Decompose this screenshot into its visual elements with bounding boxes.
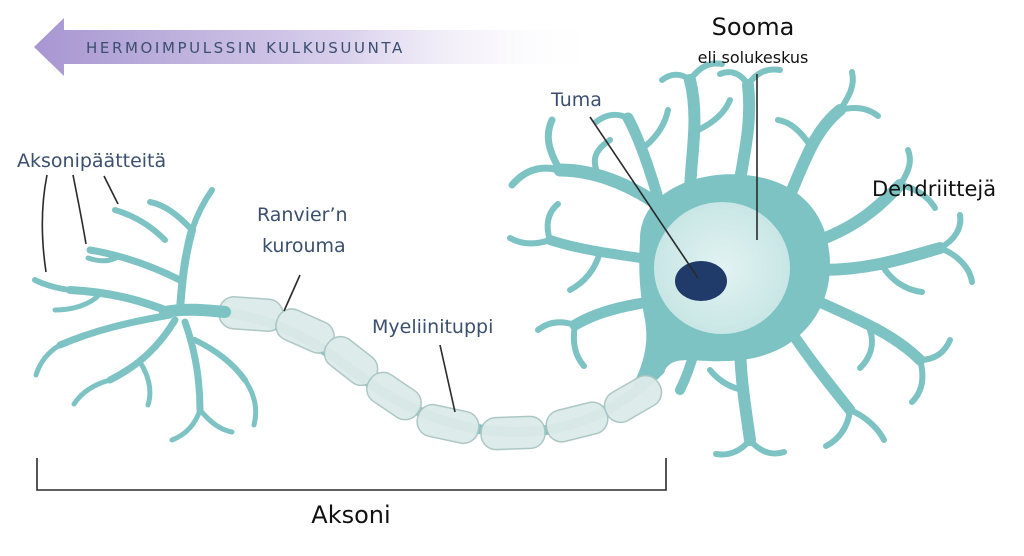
myelin-segment (366, 371, 422, 421)
pointer-ranvier (283, 274, 301, 312)
pointer-myelin (439, 344, 456, 413)
myelin-segment (545, 401, 609, 443)
label-axon-terminals: Aksonipäätteitä (17, 150, 166, 172)
myelin-segment (416, 403, 480, 445)
pointer-nucleus (589, 116, 699, 279)
label-myelin: Myeliinituppi (372, 316, 493, 338)
nucleus-icon (675, 261, 727, 301)
label-nucleus: Tuma (550, 89, 602, 111)
myelin-segment (603, 374, 663, 424)
impulse-direction-arrow: HERMOIMPULSSIN KULKUSUUNTA (34, 18, 600, 76)
label-ranvier-line1: Ranvier’n (257, 204, 348, 226)
myelin-segment (480, 415, 546, 451)
label-soma-title: Sooma (712, 13, 795, 41)
pointer-lines (41, 74, 758, 413)
label-ranvier-line2: kurouma (262, 235, 346, 257)
soma-inner (654, 202, 790, 334)
direction-label: HERMOIMPULSSIN KULKUSUUNTA (86, 39, 405, 57)
pointer-terminal-2 (72, 174, 87, 245)
label-axon: Aksoni (311, 501, 390, 529)
myelin-sheath (218, 296, 663, 451)
pointer-terminal-3 (103, 175, 119, 205)
label-dendrites: Dendriittejä (872, 177, 996, 201)
axon-terminals (32, 187, 259, 443)
pointer-terminal-1 (41, 174, 48, 273)
axon-bracket (36, 458, 667, 491)
direction-arrow-shape (34, 18, 600, 76)
label-soma-subtitle: eli solukeskus (698, 48, 809, 67)
